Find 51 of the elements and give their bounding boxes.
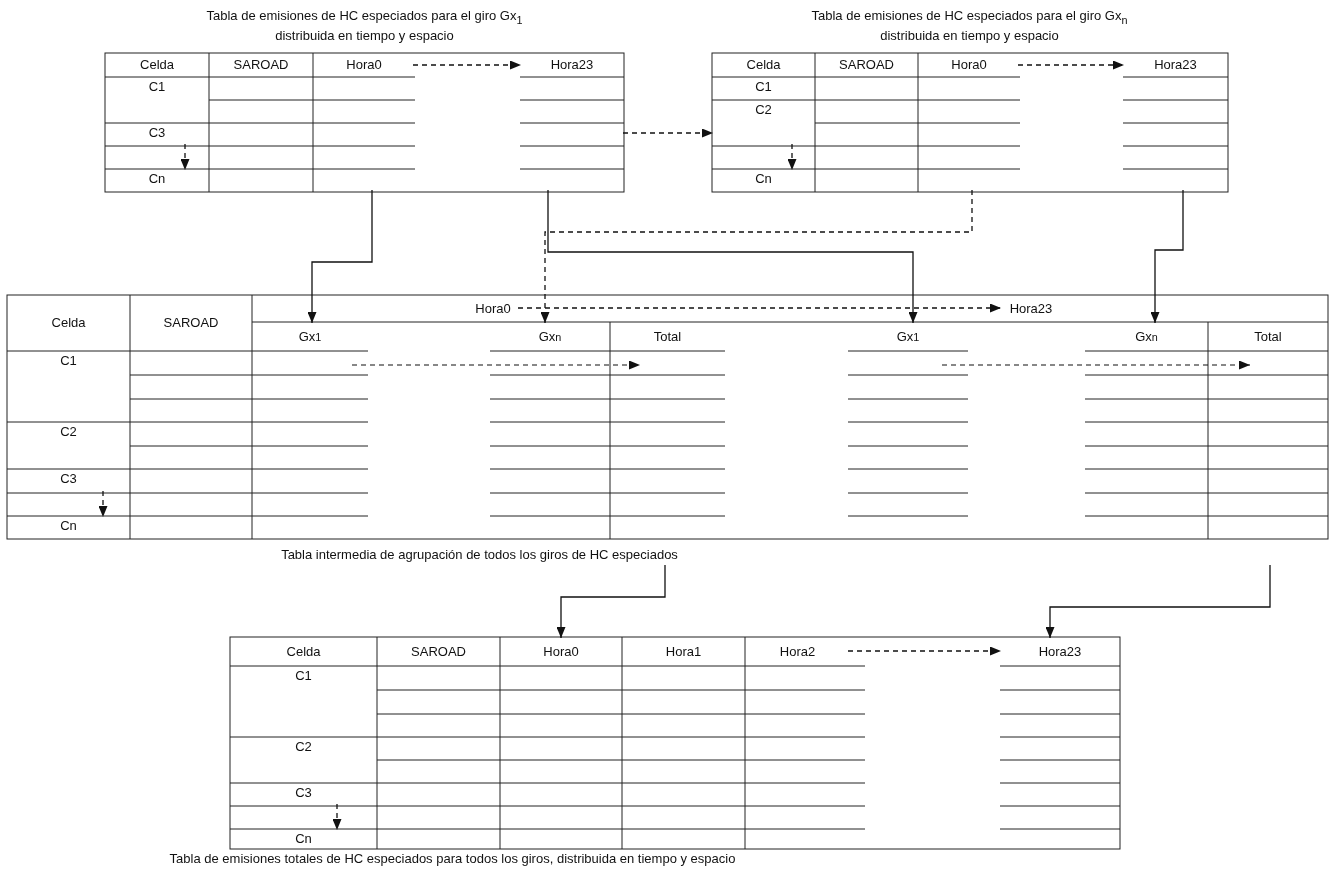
column-header: Celda — [105, 53, 209, 77]
column-header: SAROAD — [815, 53, 918, 77]
column-header: Hora0 — [466, 295, 520, 322]
arrow — [556, 564, 666, 639]
row-label: C3 — [230, 783, 377, 806]
table-caption: Tabla de emisiones totales de HC especiados para todos los giros, distribuida en tiempo y espacio — [168, 851, 737, 866]
row-label: C1 — [712, 77, 815, 100]
column-header: Total — [1208, 322, 1328, 351]
column-header: SAROAD — [130, 295, 252, 351]
arrow — [1017, 60, 1125, 70]
arrow — [307, 189, 373, 324]
column-header: Hora23 — [1123, 53, 1228, 77]
row-label: Cn — [105, 169, 209, 192]
arrow — [517, 303, 1002, 313]
column-header: Hora0 — [918, 53, 1020, 77]
row-label: C3 — [7, 469, 130, 493]
column-header: SAROAD — [377, 637, 500, 666]
arrow — [332, 803, 342, 831]
row-label: C2 — [712, 100, 815, 146]
row-label: C3 — [105, 123, 209, 146]
column-header: Hora23 — [520, 53, 624, 77]
arrow — [1150, 189, 1184, 324]
table-caption: Tabla de emisiones de HC especiados para el giro Gx$_{1}$ distribuida en tiempo y espacio — [205, 8, 524, 43]
arrow — [412, 60, 522, 70]
column-header: Hora1 — [622, 637, 745, 666]
row-label: C1 — [7, 351, 130, 422]
row-label: Cn — [7, 516, 130, 539]
column-header: Hora0 — [313, 53, 415, 77]
arrow — [180, 143, 190, 171]
column-header: Celda — [230, 637, 377, 666]
row-label: C1 — [230, 666, 377, 737]
column-header: Hora2 — [745, 637, 850, 666]
arrow — [622, 128, 714, 138]
column-header: Hora0 — [500, 637, 622, 666]
row-label: C1 — [105, 77, 209, 123]
row-label: Cn — [230, 829, 377, 849]
column-header: Total — [610, 322, 725, 351]
row-label: C2 — [230, 737, 377, 783]
table-caption: Tabla intermedia de agrupación de todos los giros de HC especiados — [280, 547, 679, 562]
arrow — [847, 646, 1002, 656]
table-caption: Tabla de emisiones de HC especiados para el giro Gx$_{n}$ distribuida en tiempo y espacio — [810, 8, 1129, 43]
column-header: Hora23 — [1000, 637, 1120, 666]
column-header: Hora23 — [1000, 295, 1062, 322]
arrow — [98, 490, 108, 518]
arrow — [1045, 564, 1271, 639]
column-header: Celda — [712, 53, 815, 77]
row-label: Cn — [712, 169, 815, 192]
column-header: Celda — [7, 295, 130, 351]
column-header: SAROAD — [209, 53, 313, 77]
arrow — [787, 143, 797, 171]
row-label: C2 — [7, 422, 130, 469]
